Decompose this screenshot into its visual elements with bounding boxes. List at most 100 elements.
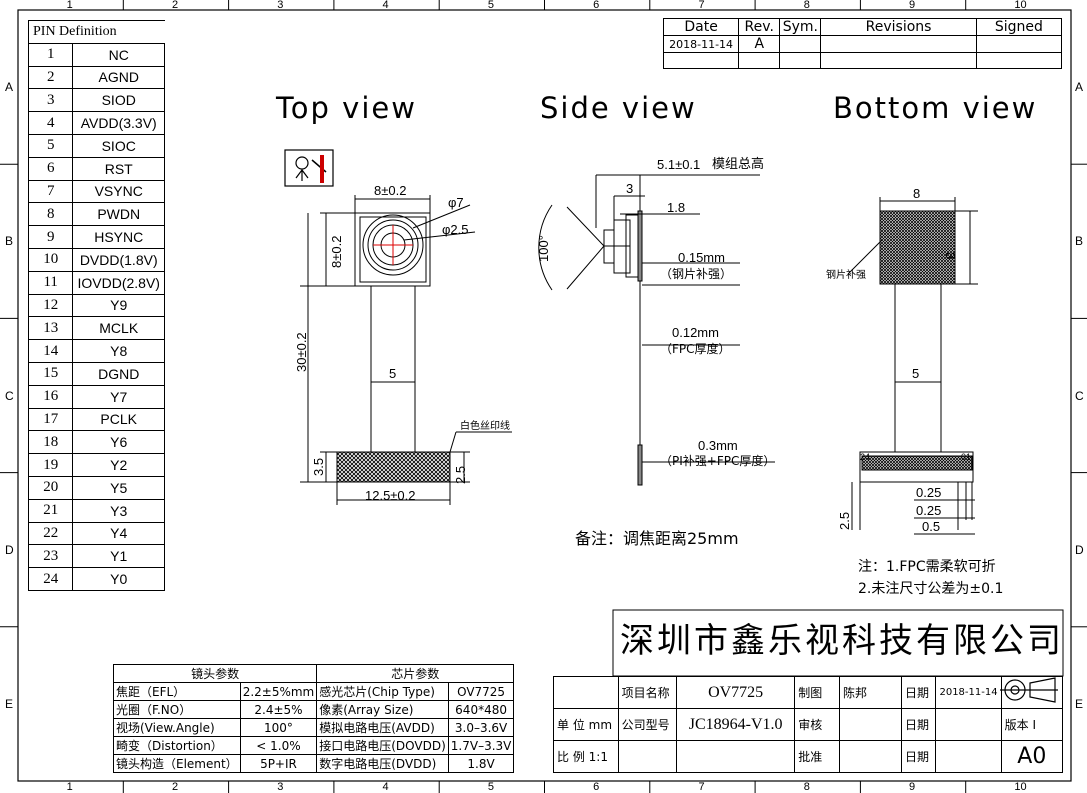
bottom-d025a: 0.25: [916, 485, 942, 500]
side-t03-label: （PI补强+FPC厚度）: [660, 454, 776, 468]
side-t012-label: （FPC厚度）: [660, 342, 731, 356]
pin-name: AGND: [72, 65, 165, 90]
title-block-table: 项目名称 OV7725 制图 陈邦 日期 2018-11-14 单 位 mm 公…: [553, 676, 1064, 773]
side-dim-18: 1.8: [667, 200, 686, 215]
pin-name: Y5: [72, 475, 165, 500]
bottom-view-title: Bottom view: [833, 91, 1038, 125]
lens-param-value: 5P+IR: [239, 754, 318, 773]
tb-blank-1: [553, 676, 619, 709]
rev-header-sym: Sym.: [779, 18, 822, 36]
row-label-E: E: [1075, 696, 1084, 711]
revision-table: Date Rev. Sym. Revisions Signed 2018-11-…: [662, 18, 1063, 69]
pin-name: Y2: [72, 453, 165, 477]
lens-param-label: 畸变（Distortion）: [113, 736, 241, 755]
pin-number: 5: [27, 133, 74, 158]
rev-revisions-value: [820, 35, 977, 53]
top-width-dim: 8±0.2: [374, 183, 407, 198]
param-row: 畸变（Distortion）< 1.0%接口电路电压(DOVDD)1.7V–3.…: [113, 736, 515, 755]
pin-name: PWDN: [72, 202, 165, 227]
rev-empty-1: [662, 52, 740, 69]
tb-blank-2: [617, 740, 678, 773]
pin-name: Y6: [72, 430, 165, 455]
company-name: 深圳市鑫乐视科技有限公司: [620, 621, 1064, 661]
chip-param-value: 640*480: [447, 700, 515, 719]
bottom-pin01: 01: [961, 452, 972, 462]
pin-number: 24: [27, 567, 74, 591]
pin-name: VSYNC: [72, 179, 165, 204]
column-label-9: 9: [909, 781, 916, 793]
rev-signed-value: [975, 35, 1063, 53]
column-label-7: 7: [698, 0, 705, 11]
tb-blank-3: [676, 740, 796, 773]
pin-number: 2: [27, 65, 74, 90]
tb-version-value: I: [1032, 718, 1036, 732]
bottom-d05: 0.5: [922, 519, 941, 534]
pin-number: 8: [27, 202, 74, 227]
top-view-title: Top view: [276, 91, 417, 125]
rev-empty-3: [779, 52, 822, 69]
pin-name: PCLK: [72, 407, 165, 432]
column-label-6: 6: [593, 0, 600, 11]
lens-param-value: 2.2±5%mm: [239, 682, 318, 701]
side-dim-3: 3: [626, 181, 634, 196]
tb-model-value: JC18964-V1.0: [676, 708, 796, 741]
chip-param-value: 3.0–3.6V: [447, 718, 515, 737]
row-label-D: D: [5, 542, 14, 557]
rev-empty-4: [820, 52, 977, 69]
focus-note: 备注：调焦距离25mm: [575, 529, 739, 548]
top-fpc-width: 5: [389, 366, 397, 381]
tb-version-label: 版本: [1004, 718, 1029, 732]
column-label-8: 8: [803, 781, 810, 793]
bottom-fpc-width: 5: [912, 366, 920, 381]
note-2: 2.未注尺寸公差为±0.1: [858, 581, 1004, 597]
side-angle: 100°: [536, 235, 551, 262]
note-1: 注：1.FPC需柔软可折: [858, 559, 996, 575]
chip-param-label: 感光芯片(Chip Type): [316, 682, 449, 701]
pin-number: 19: [27, 453, 74, 477]
tb-date-label3: 日期: [901, 740, 937, 773]
tb-approve-label: 批准: [794, 740, 840, 773]
rev-header-revisions: Revisions: [820, 18, 977, 36]
tb-review-value: [838, 708, 903, 741]
tb-unit-label: 单 位: [557, 718, 585, 732]
rev-sym-value: [779, 35, 822, 53]
tb-model-label: 公司型号: [617, 708, 678, 741]
pin-name: SIOC: [72, 133, 165, 158]
lens-param-value: 2.4±5%: [239, 700, 318, 719]
row-label-A: A: [1075, 80, 1084, 95]
pin-number: 7: [27, 179, 74, 204]
tb-drawn-label: 制图: [794, 676, 840, 709]
chip-params-title: 芯片参数: [316, 664, 515, 683]
esd-warning-icon: [284, 149, 334, 187]
tb-approve-value: [838, 740, 903, 773]
rev-empty-5: [975, 52, 1063, 69]
param-row: 光圈（F.NO）2.4±5%像素(Array Size)640*480: [113, 700, 515, 719]
top-length-dim: 30±0.2: [294, 332, 309, 372]
pin-name: NC: [72, 42, 165, 67]
bottom-height: 8: [943, 252, 958, 260]
column-label-10: 10: [1014, 781, 1027, 793]
pin-number: 17: [27, 407, 74, 432]
column-label-6: 6: [593, 781, 600, 793]
pin-name: HSYNC: [72, 225, 165, 249]
lens-param-value: 100°: [239, 718, 318, 737]
tb-scale-label: 比 例: [557, 750, 585, 764]
row-label-C: C: [5, 388, 14, 403]
tb-unit-cell: 单 位 mm: [553, 708, 619, 741]
pin-number: 4: [27, 111, 74, 135]
pin-number: 1: [27, 42, 74, 67]
